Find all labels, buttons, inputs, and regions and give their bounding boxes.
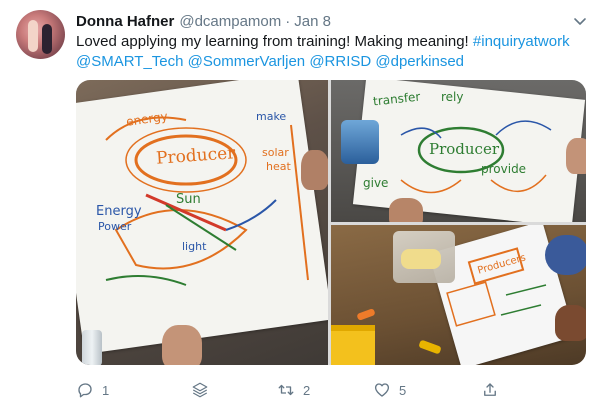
poster-word: Sun xyxy=(176,192,201,207)
avatar-figure xyxy=(42,24,52,54)
avatar[interactable] xyxy=(16,10,65,59)
hand xyxy=(566,138,586,174)
poster-word: solar xyxy=(262,146,289,159)
tweet-body: Loved applying my learning from training… xyxy=(76,33,473,50)
poster-word: give xyxy=(363,176,389,190)
photo-producer-bubble-map[interactable]: transfer rely Producer give provide xyxy=(331,80,586,222)
reply-icon xyxy=(78,383,92,398)
photo-producer-web[interactable]: Producer energy solar heat Sun light Ene… xyxy=(76,80,328,365)
tweet-text: Loved applying my learning from training… xyxy=(76,32,586,72)
crayon-box xyxy=(331,325,375,365)
heart-icon xyxy=(374,383,390,397)
tweet-actions: 1 2 5 xyxy=(76,378,526,402)
poster-word: provide xyxy=(481,162,527,176)
avatar-figure xyxy=(28,20,38,52)
poster-word: Producer xyxy=(429,140,500,158)
mention-link[interactable]: @SMART_Tech xyxy=(76,53,184,70)
header-separator: · xyxy=(285,12,291,30)
like-button[interactable]: 5 xyxy=(373,378,406,402)
hand xyxy=(545,235,586,275)
retweet-button[interactable]: 2 xyxy=(277,378,310,402)
hand xyxy=(389,198,423,222)
reply-count: 1 xyxy=(102,382,110,398)
cup xyxy=(341,120,379,164)
author-name[interactable]: Donna Hafner xyxy=(76,12,175,30)
chevron-down-icon[interactable] xyxy=(573,14,587,28)
hand xyxy=(162,325,202,365)
media-grid: Producer energy solar heat Sun light Ene… xyxy=(76,80,586,365)
stack-button[interactable] xyxy=(191,378,209,402)
poster-word: rely xyxy=(441,90,464,104)
poster-word: heat xyxy=(266,160,291,173)
stack-icon xyxy=(192,382,208,398)
poster-drawing xyxy=(105,116,309,286)
mention-link[interactable]: @SommerVarljen xyxy=(187,53,306,70)
poster-word: Energy xyxy=(96,204,142,219)
reply-button[interactable]: 1 xyxy=(76,378,109,402)
poster-word: light xyxy=(182,240,207,253)
hashtag-link[interactable]: #inquiryatwork xyxy=(472,33,570,50)
water-bottle xyxy=(82,330,102,365)
tweet-date[interactable]: Jan 8 xyxy=(294,12,331,30)
poster-word: make xyxy=(256,110,287,123)
snack-pieces xyxy=(401,249,441,269)
share-button[interactable] xyxy=(481,378,499,402)
share-icon xyxy=(484,383,496,396)
hand xyxy=(555,305,586,341)
author-handle[interactable]: @dcampamom xyxy=(179,12,282,30)
poster-word: Power xyxy=(98,220,132,233)
like-count: 5 xyxy=(399,382,407,398)
hand xyxy=(301,150,328,190)
poster-drawing xyxy=(400,120,552,194)
retweet-icon xyxy=(278,384,294,396)
retweet-count: 2 xyxy=(303,382,311,398)
mention-link[interactable]: @dperkinsed xyxy=(375,53,464,70)
poster-drawing xyxy=(446,247,547,327)
tweet-header: Donna Hafner @dcampamom · Jan 8 xyxy=(76,11,331,31)
mention-link[interactable]: @RRISD xyxy=(309,53,372,70)
photo-producers-poster[interactable]: Producers xyxy=(331,225,586,365)
